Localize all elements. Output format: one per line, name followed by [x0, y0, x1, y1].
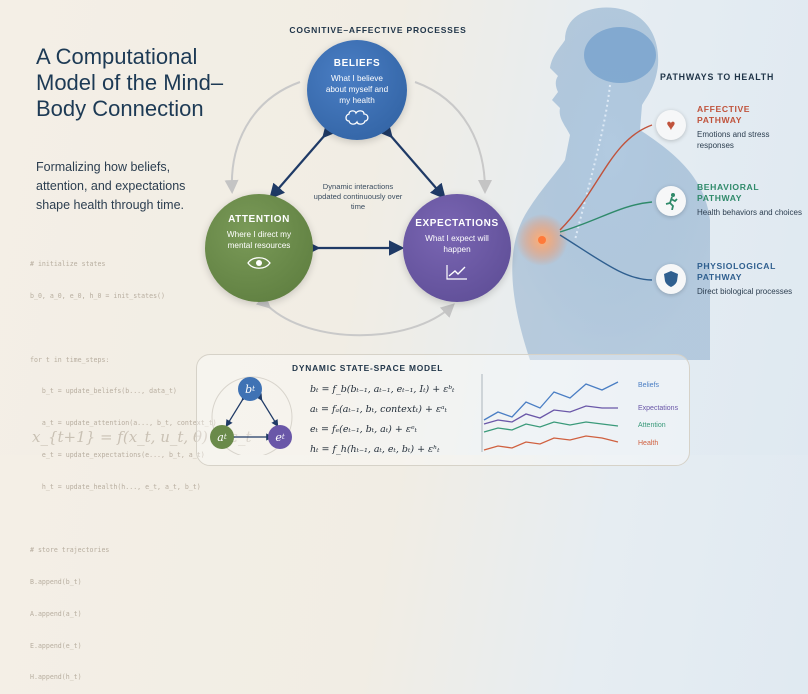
code-line: for t in time_steps:: [30, 355, 110, 364]
trajectory-attention: [483, 421, 619, 433]
mini-arrow-b-e: [255, 393, 279, 428]
mini-node-subscript: t: [252, 385, 255, 393]
arrow-beliefs-expectations: [376, 121, 446, 200]
code-line: H.append(h_t): [30, 673, 82, 682]
legend-health: Health: [638, 440, 659, 447]
trajectory-expectations: [483, 405, 618, 425]
legend-attention: Attention: [638, 422, 666, 429]
behavioral-connector: [559, 201, 653, 233]
physiological-connector: [559, 234, 653, 281]
cycle-arrows: [224, 81, 492, 337]
code-line: # store trajectories: [30, 546, 110, 555]
equation-beliefs: bₜ = f_b(bₜ₋₁, aₜ₋₁, eₜ₋₁, Iₜ) + εᵇₜ: [310, 384, 455, 395]
section-title-processes: COGNITIVE–AFFECTIVE PROCESSES: [289, 25, 467, 35]
code-line: [30, 513, 217, 524]
attention-title: ATTENTION: [228, 214, 290, 225]
mini-node-subscript: t: [281, 433, 285, 441]
equation-health: hₜ = f_h(hₜ₋₁, aₜ, eₜ, bₜ) + εʰₜ: [310, 444, 440, 455]
beliefs-node: BELIEFS What I believe about myself and …: [307, 40, 407, 140]
mini-node-label: e: [275, 430, 282, 444]
mini-node-label: a: [217, 430, 224, 444]
pathway-desc: Health behaviors and choices: [697, 208, 802, 217]
trend-chart-icon: [446, 265, 467, 280]
page-title: A Computational Model of the Mind–Body C…: [36, 44, 224, 121]
arrow-beliefs-attention: [269, 121, 339, 200]
code-line: A.append(a_t): [30, 609, 82, 618]
dynamic-interactions-note: Dynamic interactions updated continuousl…: [313, 182, 403, 211]
equation-attention: aₜ = fₐ(aₜ₋₁, bₜ, contextₜ) + εᵃₜ: [310, 404, 447, 415]
mini-node-label: b: [245, 382, 253, 396]
legend-expectations: Expectations: [638, 405, 679, 412]
pathway-desc: Direct biological processes: [697, 287, 793, 296]
affective-connector: [559, 124, 653, 231]
mini-arrow-b-a: [225, 393, 249, 428]
pathway-physiological: PHYSIOLOGICAL PATHWAY Direct biological …: [697, 261, 807, 297]
expectations-text: What I expect will happen: [425, 234, 489, 254]
trajectory-chart: [481, 374, 619, 452]
page-subtitle: Formalizing how beliefs, attention, and …: [36, 160, 186, 212]
beliefs-text: What I believe about myself and my healt…: [325, 74, 389, 105]
beliefs-title: BELIEFS: [333, 58, 381, 69]
attention-text: Where I direct my mental resources: [226, 230, 292, 250]
code-line: h_t = update_health(h..., e_t, a_t, b_t): [30, 482, 201, 491]
shield-icon: [656, 264, 686, 294]
heart-core: [538, 236, 546, 244]
pathway-affective: AFFECTIVE PATHWAY Emotions and stress re…: [697, 104, 807, 151]
code-line: B.append(b_t): [30, 578, 82, 586]
outer-arc-left: [224, 81, 301, 194]
expectations-node: EXPECTATIONS What I expect will happen: [403, 194, 511, 302]
pathway-name: PHYSIOLOGICAL PATHWAY: [697, 261, 776, 282]
code-line: b_t = update_beliefs(b..., data_t): [30, 387, 177, 396]
mini-node-subscript: t: [223, 433, 227, 441]
brain-shape: [584, 27, 656, 83]
code-line: E.append(e_t): [30, 641, 82, 650]
trajectory-beliefs: [483, 381, 619, 421]
expectations-title: EXPECTATIONS: [415, 218, 499, 229]
code-line: # initialize states: [30, 260, 106, 269]
pathway-name: AFFECTIVE PATHWAY: [697, 104, 751, 125]
attention-node: ATTENTION Where I direct my mental resou…: [205, 194, 313, 302]
legend-beliefs: Beliefs: [638, 382, 660, 389]
trajectory-health: [483, 435, 619, 451]
eye-icon: [247, 257, 271, 269]
running-person-icon: [656, 186, 686, 216]
code-line: b_0, a_0, e_0, h_0 = init_states(): [30, 291, 165, 300]
outer-arc-right: [414, 81, 492, 194]
section-title-model: DYNAMIC STATE-SPACE MODEL: [292, 363, 444, 373]
section-title-pathways: PATHWAYS TO HEALTH: [660, 72, 775, 82]
heart-hand-icon: ♥: [656, 110, 686, 140]
pathway-desc: Emotions and stress responses: [697, 130, 770, 150]
spine-line: [574, 84, 611, 241]
brain-icon: [345, 110, 369, 125]
outer-arc-bottom: [255, 294, 455, 337]
pathway-behavioral: BEHAVIORAL PATHWAY Health behaviors and …: [697, 182, 807, 218]
equation-expectations: eₜ = fₑ(eₜ₋₁, bₜ, aₜ) + εᵉₜ: [310, 424, 417, 435]
pathway-name: BEHAVIORAL PATHWAY: [697, 182, 760, 203]
pathway-connectors: [559, 124, 653, 281]
